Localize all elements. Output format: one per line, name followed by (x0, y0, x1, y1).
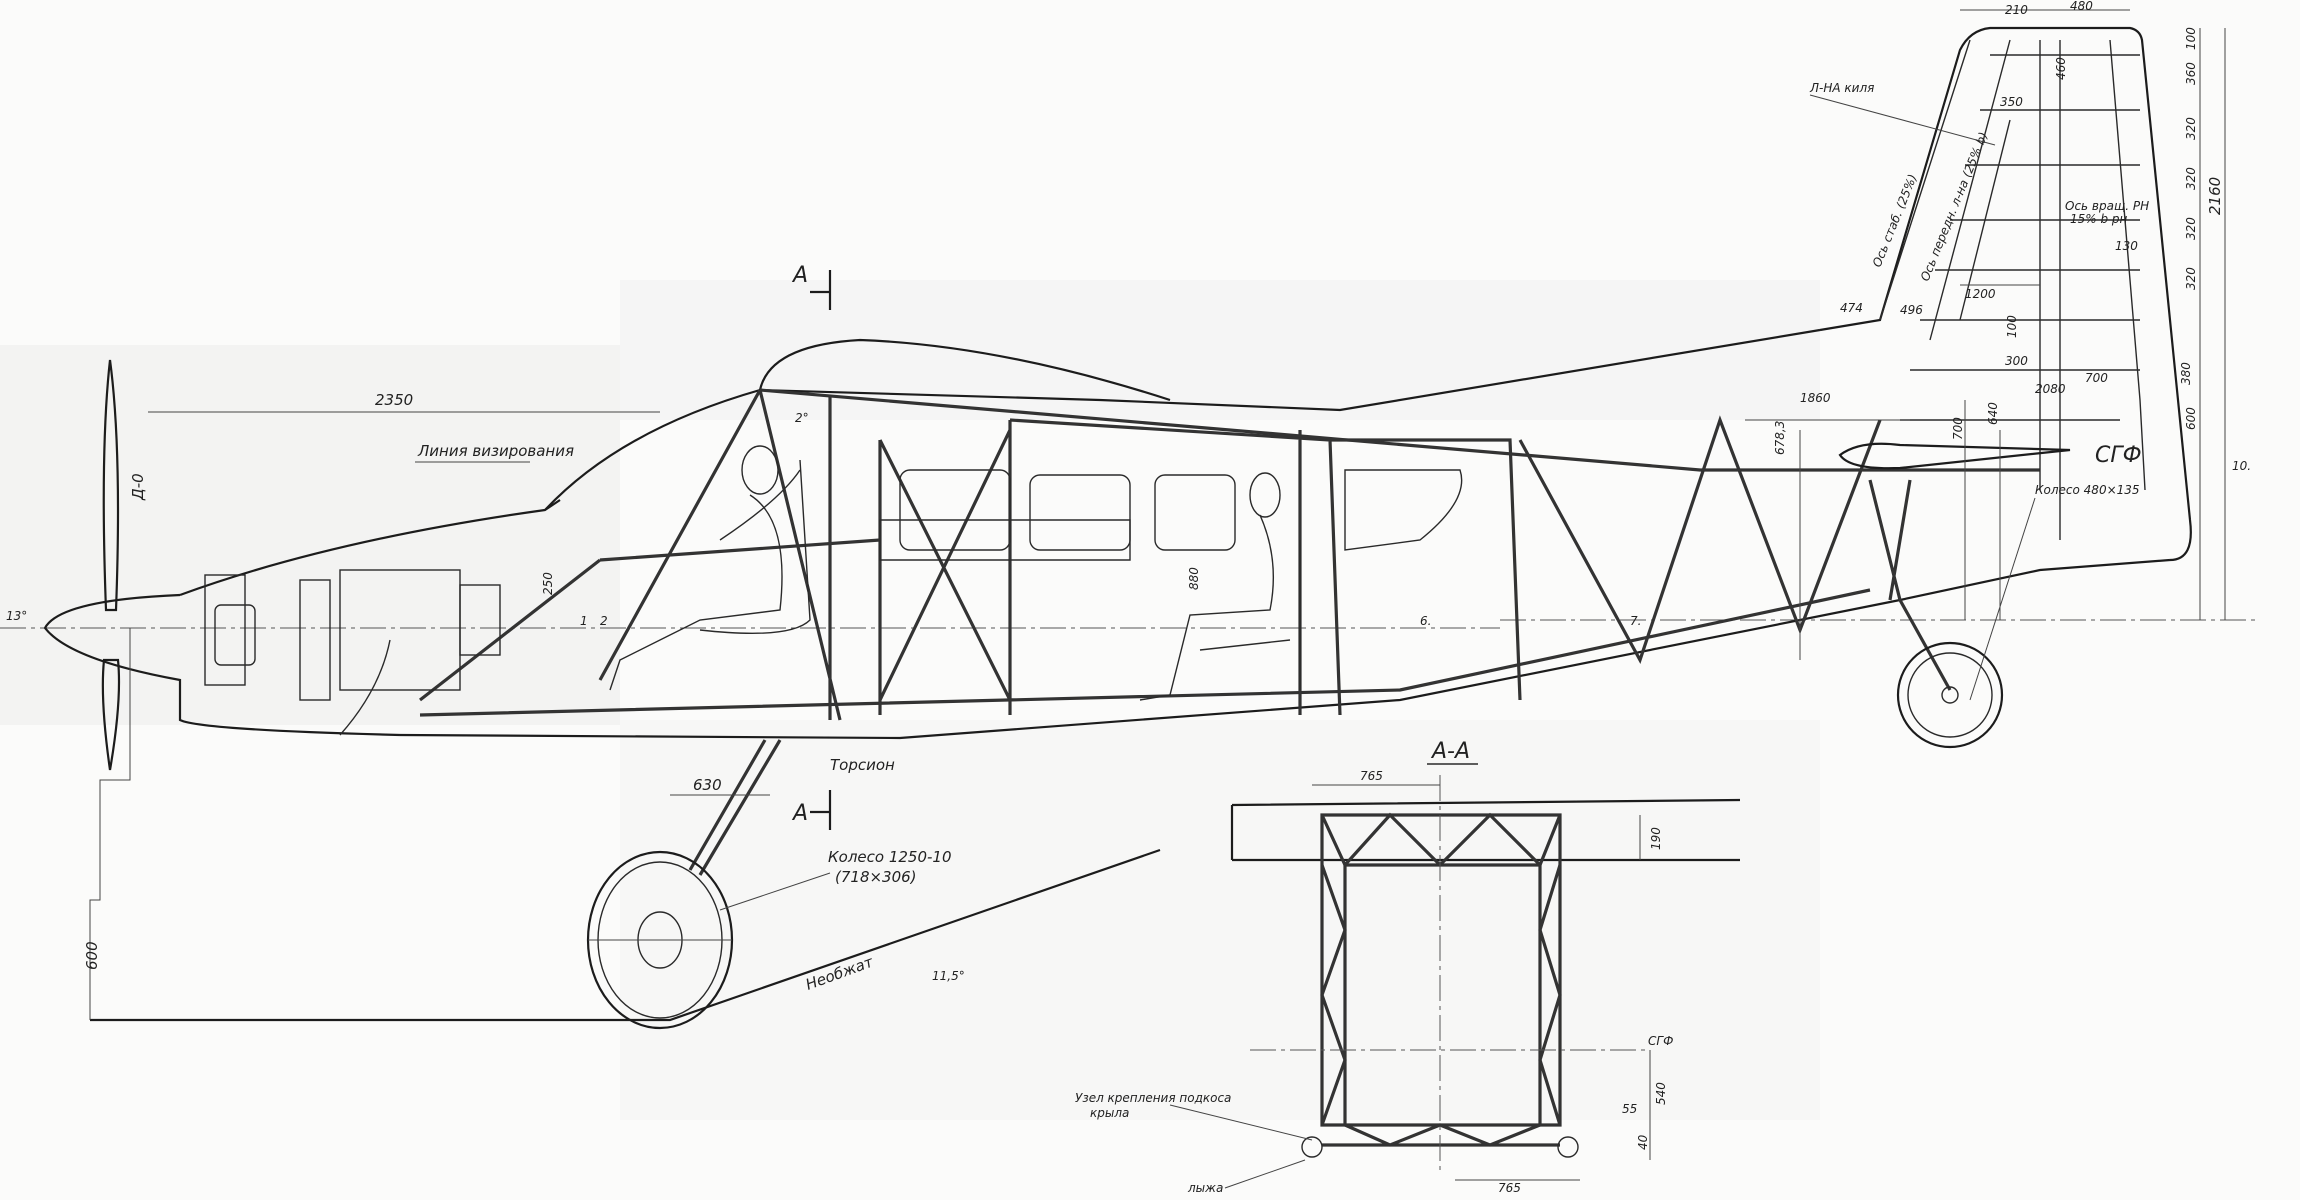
cabin-windows (899, 469, 1463, 551)
pilot-figure (609, 445, 811, 691)
section-mark-bottom: A (791, 801, 808, 826)
section-dim-765-top: 765 (1360, 769, 1383, 783)
dim-2350: 2350 (375, 391, 413, 409)
angle-2-label: 2° (795, 411, 809, 425)
svg-text:320: 320 (2184, 217, 2198, 240)
main-landing-gear (586, 739, 782, 1030)
svg-text:640: 640 (1986, 402, 2000, 425)
svg-text:2080: 2080 (2035, 382, 2066, 396)
section-a-a (1169, 775, 1741, 1189)
strut-node-label: Узел крепления подкоса (1075, 1091, 1231, 1105)
cowling (43, 593, 401, 737)
vertical-tail (1819, 26, 2192, 562)
rudder-axis-label: Ось вращ. РН (2065, 199, 2149, 213)
dim-880: 880 (1187, 567, 1201, 590)
angle-11-5-label: 11,5° (932, 969, 965, 983)
svg-text:380: 380 (2179, 362, 2193, 385)
section-markers (810, 270, 832, 830)
dim-250: 250 (541, 572, 555, 595)
station-1: 1 (580, 614, 588, 628)
strut-node-label-2: крыла (1090, 1106, 1129, 1120)
svg-text:210: 210 (2005, 3, 2028, 17)
svg-text:360: 360 (2184, 62, 2198, 85)
ski-label: лыжа (1187, 1181, 1223, 1195)
svg-text:350: 350 (2000, 95, 2023, 109)
section-mark-top: A (791, 263, 808, 288)
ground-line (90, 848, 1161, 1022)
svg-text:1860: 1860 (1800, 391, 1831, 405)
svg-text:10.: 10. (2232, 459, 2251, 473)
rudder-axis-pct: 15% b рн (2070, 212, 2128, 226)
prop-diameter-label: Д-0 (129, 473, 147, 501)
section-dim-55: 55 (1622, 1102, 1637, 1116)
svg-text:300: 300 (2005, 354, 2028, 368)
station-2: 2 (600, 614, 608, 628)
tail-dimensions: 210 480 460 350 100 360 320 320 320 320 … (1773, 0, 2251, 473)
station-7: 7. (1630, 614, 1641, 628)
fuselage-truss (419, 388, 2040, 721)
section-dim-540: 540 (1654, 1082, 1668, 1105)
section-title: А-А (1430, 739, 1470, 764)
station-6: 6. (1420, 614, 1431, 628)
dim-600-left: 600 (83, 941, 101, 970)
torsion-label: Торсион (830, 756, 895, 774)
svg-text:600: 600 (2184, 407, 2198, 430)
svg-text:1200: 1200 (1965, 287, 1996, 301)
sgf-label-side: СГФ (2095, 443, 2142, 468)
main-wheel-size: (718×306) (835, 868, 917, 886)
svg-text:678,3: 678,3 (1773, 421, 1787, 455)
svg-text:2160: 2160 (2206, 177, 2224, 215)
svg-text:700: 700 (1951, 417, 1965, 440)
propeller (101, 359, 121, 771)
svg-text:100: 100 (2184, 27, 2198, 50)
horizontal-stabilizer (1838, 442, 2071, 470)
section-dim-40: 40 (1636, 1134, 1650, 1150)
section-sgf-label: СГФ (1648, 1034, 1673, 1048)
svg-text:474: 474 (1840, 301, 1863, 315)
passenger-figure (1139, 472, 1301, 701)
svg-text:496: 496 (1900, 303, 1923, 317)
angle-13-label: 13° (6, 609, 27, 623)
sight-line-label: Линия визирования (417, 442, 574, 460)
wing-root-profile (758, 338, 1171, 402)
tail-wheel-label: Колесо 480×135 (2035, 483, 2140, 497)
svg-text:130: 130 (2115, 239, 2138, 253)
section-dim-190: 190 (1649, 827, 1663, 850)
svg-text:100: 100 (2005, 315, 2019, 338)
svg-text:700: 700 (2085, 371, 2108, 385)
svg-text:320: 320 (2184, 117, 2198, 140)
section-dim-765-bottom: 765 (1498, 1181, 1521, 1195)
engine (204, 569, 501, 701)
svg-text:480: 480 (2070, 0, 2093, 13)
tail-landing-gear (1868, 479, 2004, 749)
svg-text:320: 320 (2184, 167, 2198, 190)
svg-text:320: 320 (2184, 267, 2198, 290)
dim-630: 630 (693, 776, 722, 794)
fin-spar-label: Л-НА киля (1809, 81, 1874, 95)
main-wheel-label: Колесо 1250-10 (828, 848, 952, 866)
svg-text:460: 460 (2054, 57, 2068, 80)
